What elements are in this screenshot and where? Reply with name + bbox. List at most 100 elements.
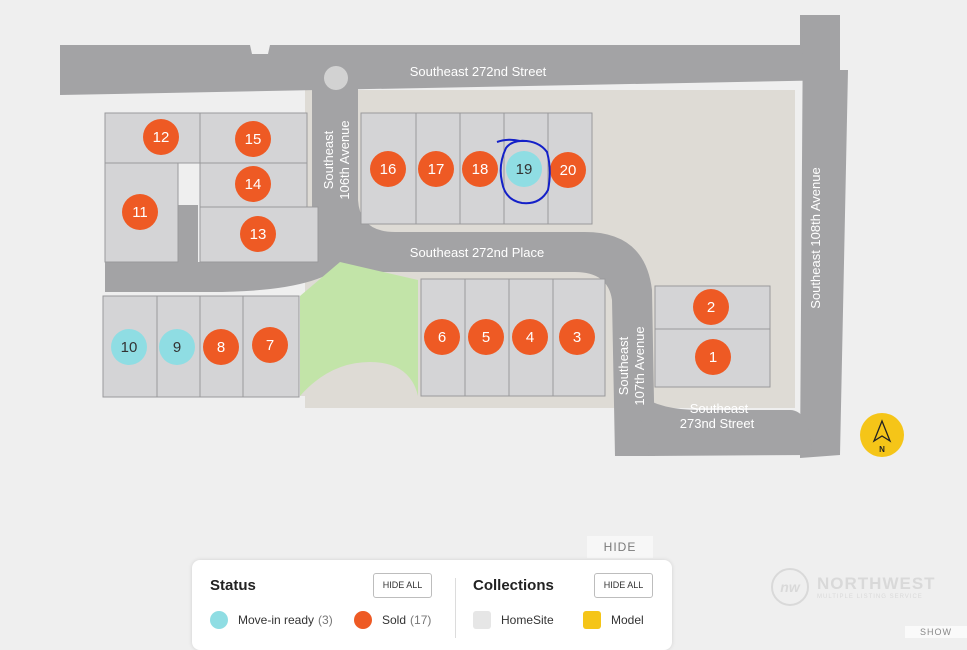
lot-number-label: 19 [516,161,533,178]
legend-divider [455,578,456,638]
lot-marker-circle [240,216,276,252]
lot-number-label: 9 [173,339,181,356]
roundabout-island [324,66,348,90]
lot-marker-4[interactable]: 4 [512,319,548,355]
lot-marker-circle [424,319,460,355]
lot-marker-circle [203,329,239,365]
watermark-sub: MULTIPLE LISTING SERVICE [817,594,923,600]
lot-marker-circle [143,119,179,155]
lot-marker-12[interactable]: 12 [143,119,179,155]
svg-text:Southeast: Southeast [616,336,631,395]
show-tab[interactable]: SHOW [905,626,967,638]
lot-marker-16[interactable]: 16 [370,151,406,187]
road-se-273rd-street [640,395,812,456]
lot-marker-20[interactable]: 20 [550,152,586,188]
model-swatch [583,611,601,629]
lot-marker-15[interactable]: 15 [235,121,271,157]
lot-marker-circle [252,327,288,363]
lot-marker-circle [468,319,504,355]
street-label-se-106th-avenue: Southeast 106th Avenue [321,120,352,199]
northwest-mls-watermark: nw NORTHWEST MULTIPLE LISTING SERVICE [771,568,936,606]
sold-label: Sold [382,613,407,627]
legend-move-in-ready[interactable]: Move-in ready (3) [210,611,333,629]
compass-icon: N [860,413,904,457]
lot-marker-7[interactable]: 7 [252,327,288,363]
lot-number-label: 10 [121,339,138,356]
homesite-label: HomeSite [501,613,554,627]
site-plan-map: Southeast 272nd Street Southeast 272nd P… [60,15,904,458]
legend-homesite[interactable]: HomeSite [473,611,554,629]
hide-legend-tab[interactable]: HIDE [587,536,653,558]
lot-marker-circle [159,329,195,365]
lot-number-label: 16 [380,161,397,178]
lot-marker-circle [122,194,158,230]
lot-marker-6[interactable]: 6 [424,319,460,355]
lot-marker-circle [559,319,595,355]
lot-marker-circle [693,289,729,325]
lot-marker-2[interactable]: 2 [693,289,729,325]
status-title: Status [210,577,256,594]
lot-marker-10[interactable]: 10 [111,329,147,365]
lot-number-label: 11 [132,204,148,221]
lot-number-label: 1 [709,349,717,366]
lot-marker-circle [462,151,498,187]
lot-marker-circle [235,121,271,157]
lot-marker-circle [370,151,406,187]
street-label-se-107th-avenue: Southeast 107th Avenue [616,326,647,405]
svg-text:106th Avenue: 106th Avenue [337,120,352,199]
collections-hide-all-button[interactable]: HIDE ALL [594,573,653,598]
lot-number-label: 3 [573,329,581,346]
lot-marker-circle [506,151,542,187]
compass-label: N [879,445,885,454]
lot-number-label: 15 [245,131,262,148]
lot-number-label: 7 [266,337,274,354]
svg-text:107th Avenue: 107th Avenue [632,326,647,405]
lot-number-label: 2 [707,299,715,316]
lot-number-label: 6 [438,329,446,346]
collections-title: Collections [473,577,554,594]
lot-marker-circle [111,329,147,365]
lot-number-label: 5 [482,329,490,346]
street-label-se-273rd-street-line1: Southeast [690,401,749,416]
lot-marker-5[interactable]: 5 [468,319,504,355]
lot-marker-18[interactable]: 18 [462,151,498,187]
lot-marker-13[interactable]: 13 [240,216,276,252]
road-se-106th-and-272nd-place [312,88,655,456]
green-space [300,262,418,396]
lot-marker-11[interactable]: 11 [122,194,158,230]
move-in-ready-swatch [210,611,228,629]
lot-marker-circle [235,166,271,202]
lot-marker-circle [512,319,548,355]
road-se-108th-avenue [800,15,848,458]
lot-number-label: 18 [472,161,489,178]
lot-number-label: 4 [526,329,534,346]
lot-marker-3[interactable]: 3 [559,319,595,355]
lot-marker-circle [550,152,586,188]
lot-marker-circle [418,151,454,187]
street-label-se-273rd-street-line2: 273nd Street [680,416,755,431]
lot-markers: 12 15 14 11 13 16 17 18 19 20 10 9 8 7 6 5 4 3 2 1 [111,119,731,375]
legend-model[interactable]: Model [583,611,644,629]
street-label-se-272nd-place: Southeast 272nd Place [410,245,544,260]
hand-drawn-circle-annotation [496,138,551,205]
lot-marker-8[interactable]: 8 [203,329,239,365]
street-label-se-108th-avenue: Southeast 108th Avenue [808,167,823,308]
svg-text:Southeast: Southeast [321,130,336,189]
nwmls-logo-icon: nw [771,568,809,606]
lot-marker-17[interactable]: 17 [418,151,454,187]
street-label-se-272nd-street: Southeast 272nd Street [410,64,547,79]
watermark-name: NORTHWEST [817,574,936,593]
status-hide-all-button[interactable]: HIDE ALL [373,573,432,598]
legend-panel: Status HIDE ALL Move-in ready (3) Sold (… [192,560,672,650]
lot-marker-19[interactable]: 19 [506,151,542,187]
lot-marker-1[interactable]: 1 [695,339,731,375]
lot-marker-9[interactable]: 9 [159,329,195,365]
lot-marker-14[interactable]: 14 [235,166,271,202]
sold-count: (17) [410,613,432,627]
legend-sold[interactable]: Sold (17) [354,611,431,629]
move-in-ready-count: (3) [318,613,333,627]
lot-number-label: 14 [245,176,262,193]
lot-marker-circle [695,339,731,375]
lot-number-label: 13 [250,226,267,243]
sold-swatch [354,611,372,629]
